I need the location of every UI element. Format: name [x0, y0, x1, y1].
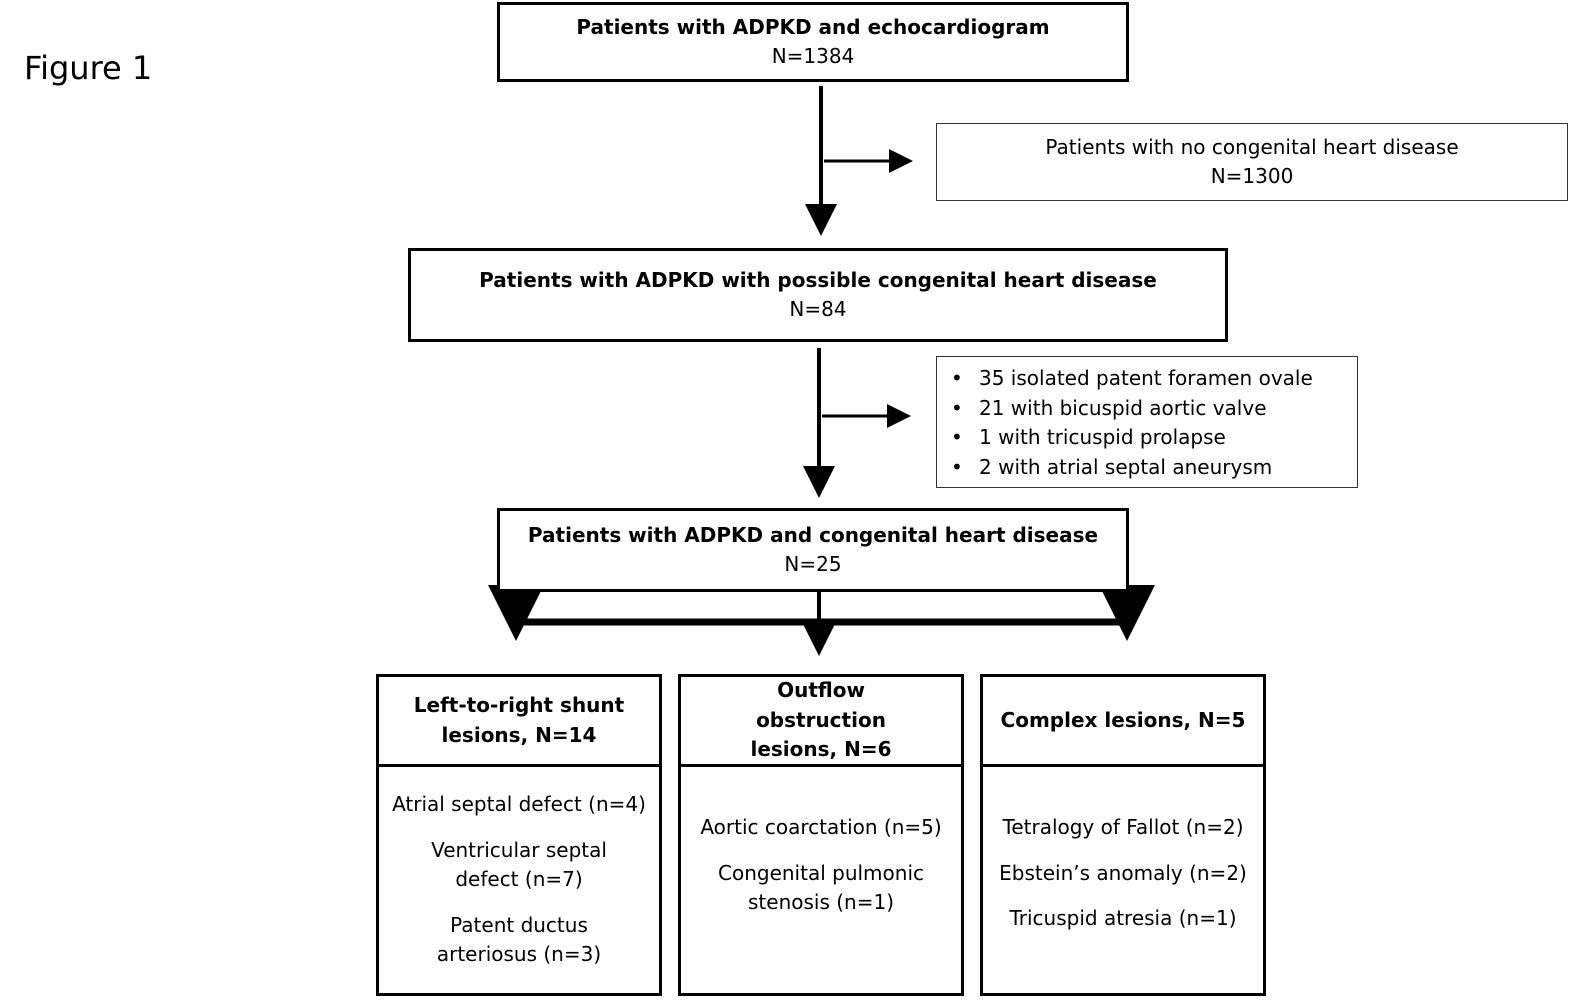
category-item: Aortic coarctation (n=5): [700, 815, 942, 839]
category-title: Left-to-right shunt lesions, N=14: [379, 677, 659, 767]
node-count: N=1384: [771, 44, 855, 68]
node-title: Patients with ADPKD and congenital heart…: [527, 523, 1099, 547]
bullet-marker: •: [951, 425, 963, 449]
category-outflow-obstruction: Outflow obstruction lesions, N=6 Aortic …: [678, 674, 964, 996]
category-items: Tetralogy of Fallot (n=2) Ebstein’s anom…: [983, 767, 1263, 993]
category-left-to-right-shunt: Left-to-right shunt lesions, N=14 Atrial…: [376, 674, 662, 996]
bullet-text: 1 with tricuspid prolapse: [979, 425, 1226, 449]
node-title: Patients with no congenital heart diseas…: [1045, 135, 1459, 159]
category-item: Atrial septal defect (n=4): [392, 792, 646, 817]
bullet-item: • 1 with tricuspid prolapse: [951, 423, 1357, 453]
category-title: Outflow obstruction lesions, N=6: [681, 677, 961, 767]
category-complex-lesions: Complex lesions, N=5 Tetralogy of Fallot…: [980, 674, 1266, 996]
bullet-item: • 21 with bicuspid aortic valve: [951, 394, 1357, 424]
node-chd: Patients with ADPKD and congenital heart…: [497, 508, 1129, 592]
category-title: Complex lesions, N=5: [983, 677, 1263, 767]
bullet-text: 2 with atrial septal aneurysm: [979, 454, 1273, 479]
node-title: Patients with ADPKD with possible congen…: [479, 268, 1157, 292]
category-item: Ebstein’s anomaly (n=2): [999, 860, 1247, 885]
bullet-marker: •: [951, 454, 963, 479]
node-possible-chd: Patients with ADPKD with possible congen…: [408, 248, 1228, 342]
category-item: Tetralogy of Fallot (n=2): [1002, 815, 1244, 839]
category-item: Tricuspid atresia (n=1): [1009, 906, 1237, 930]
node-count: N=1300: [1210, 164, 1294, 188]
figure-label: Figure 1: [24, 49, 153, 87]
category-items: Aortic coarctation (n=5) Congenital pulm…: [681, 767, 961, 993]
node-excluded-list: • 35 isolated patent foramen ovale • 21 …: [936, 356, 1358, 488]
category-item: Ventricular septal defect (n=7): [431, 837, 607, 892]
arrow-branch-left: [488, 585, 819, 641]
bullet-marker: •: [951, 366, 963, 390]
category-items: Atrial septal defect (n=4) Ventricular s…: [379, 767, 659, 993]
bullet-item: • 2 with atrial septal aneurysm: [951, 453, 1357, 483]
arrow-branch-right: [819, 585, 1155, 641]
bullet-marker: •: [951, 395, 963, 420]
node-no-chd: Patients with no congenital heart diseas…: [936, 123, 1568, 201]
bullet-item: • 35 isolated patent foramen ovale: [951, 364, 1357, 394]
category-item: Congenital pulmonic stenosis (n=1): [718, 860, 924, 915]
bullet-text: 21 with bicuspid aortic valve: [979, 395, 1267, 420]
node-title: Patients with ADPKD and echocardiogram: [576, 15, 1050, 39]
node-count: N=25: [784, 552, 842, 576]
node-count: N=84: [789, 297, 847, 321]
category-item: Patent ductus arteriosus (n=3): [436, 912, 602, 967]
node-all-patients: Patients with ADPKD and echocardiogram N…: [497, 2, 1129, 82]
bullet-text: 35 isolated patent foramen ovale: [979, 366, 1313, 390]
